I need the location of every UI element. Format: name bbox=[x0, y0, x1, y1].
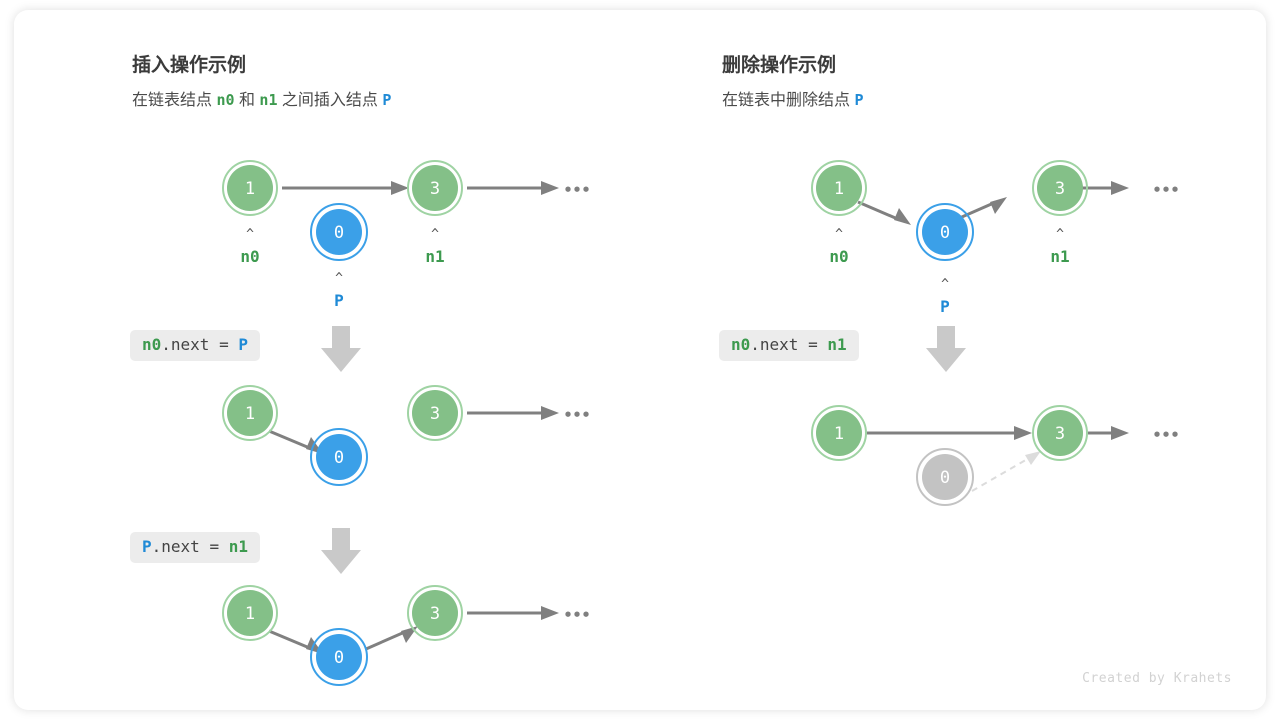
pointer-label-n0: n0 bbox=[240, 247, 259, 266]
pointer-label-n0: n0 bbox=[829, 247, 848, 266]
subtitle-text: 在链表中删除结点 bbox=[722, 92, 855, 109]
token-p: P bbox=[382, 91, 392, 109]
node-n0: 1 bbox=[222, 385, 278, 441]
ellipsis-icon: ••• bbox=[563, 606, 590, 624]
down-arrow-insert-1 bbox=[316, 322, 366, 378]
node-value: 1 bbox=[245, 404, 255, 424]
panel-insert-subtitle: 在链表结点 n0 和 n1 之间插入结点 P bbox=[132, 86, 391, 110]
node-value: 0 bbox=[940, 468, 950, 488]
arrow-n1-to-tail bbox=[1088, 426, 1129, 440]
pointer-label-n1: n1 bbox=[1050, 247, 1069, 266]
arrow-n1-to-tail bbox=[467, 606, 559, 620]
arrow-n0-to-n1 bbox=[867, 426, 1032, 440]
code-token: n1 bbox=[228, 537, 248, 556]
node-p: 0 bbox=[310, 628, 368, 686]
node-value: 0 bbox=[940, 223, 950, 243]
delete-row-1-diagram: 1 0 3 ••• ^ n0 ^ n1 ^ P bbox=[594, 140, 1194, 330]
caret-icon: ^ bbox=[835, 227, 843, 242]
panel-delete-subtitle: 在链表中删除结点 P bbox=[722, 86, 863, 110]
node-value: 1 bbox=[834, 424, 844, 444]
subtitle-text: 之间插入结点 bbox=[277, 92, 383, 109]
arrow-n0-to-p bbox=[857, 200, 911, 225]
arrow-p-to-n1 bbox=[954, 197, 1007, 222]
token-n1: n1 bbox=[259, 91, 278, 109]
node-value: 3 bbox=[430, 604, 440, 624]
node-value: 3 bbox=[1055, 179, 1065, 199]
node-n0: 1 bbox=[811, 160, 867, 216]
credit-label: Created by Krahets bbox=[1082, 671, 1232, 686]
node-n0: 1 bbox=[811, 405, 867, 461]
code-token: n0 bbox=[731, 335, 751, 354]
node-value: 0 bbox=[334, 448, 344, 468]
ellipsis-icon: ••• bbox=[1152, 426, 1179, 444]
node-n1: 3 bbox=[407, 385, 463, 441]
code-token: P bbox=[142, 537, 152, 556]
ellipsis-icon: ••• bbox=[1152, 181, 1179, 199]
insert-row-1-diagram: 1 0 3 ••• ^ n0 bbox=[14, 140, 614, 320]
node-n0: 1 bbox=[222, 160, 278, 216]
panel-delete-title: 删除操作示例 bbox=[722, 55, 837, 76]
insert-row-2-diagram: 1 0 3 ••• bbox=[14, 375, 614, 486]
node-value: 1 bbox=[245, 604, 255, 624]
code-step-delete-1: n0.next = n1 bbox=[719, 330, 859, 361]
node-value: 0 bbox=[334, 648, 344, 668]
down-arrow-delete-1 bbox=[921, 322, 971, 378]
node-p: 0 bbox=[310, 428, 368, 486]
caret-icon: ^ bbox=[431, 227, 439, 242]
node-value: 3 bbox=[430, 404, 440, 424]
insert-row-3-diagram: 1 0 3 ••• bbox=[14, 575, 614, 686]
caret-icon: ^ bbox=[246, 227, 254, 242]
diagram-card: 插入操作示例 在链表结点 n0 和 n1 之间插入结点 P bbox=[14, 10, 1266, 710]
code-token: .next = bbox=[151, 537, 229, 556]
node-value: 0 bbox=[334, 223, 344, 243]
node-n1: 3 bbox=[1032, 160, 1088, 216]
subtitle-text: 在链表结点 bbox=[132, 92, 217, 109]
ellipsis-icon: ••• bbox=[563, 406, 590, 424]
node-n1: 3 bbox=[1032, 405, 1088, 461]
caret-icon: ^ bbox=[1056, 227, 1064, 242]
pointer-label-p: P bbox=[334, 291, 344, 310]
arrow-n0-to-n1 bbox=[282, 181, 409, 195]
delete-row-2-diagram: 1 0 3 ••• bbox=[594, 395, 1194, 515]
panel-insert-title: 插入操作示例 bbox=[132, 55, 247, 76]
subtitle-text: 和 bbox=[234, 92, 260, 109]
code-token: P bbox=[238, 335, 248, 354]
caret-icon: ^ bbox=[335, 271, 343, 286]
node-value: 3 bbox=[430, 179, 440, 199]
code-step-insert-1: n0.next = P bbox=[130, 330, 260, 361]
code-token: n0 bbox=[142, 335, 162, 354]
node-n1: 3 bbox=[407, 160, 463, 216]
node-value: 1 bbox=[834, 179, 844, 199]
node-n0: 1 bbox=[222, 585, 278, 641]
code-step-insert-2: P.next = n1 bbox=[130, 532, 260, 563]
dashed-arrow-deleted-to-n1 bbox=[971, 451, 1041, 492]
ellipsis-icon: ••• bbox=[563, 181, 590, 199]
node-p: 0 bbox=[310, 203, 368, 261]
caret-icon: ^ bbox=[941, 277, 949, 292]
code-token: n1 bbox=[827, 335, 847, 354]
node-deleted: 0 bbox=[916, 448, 974, 506]
arrow-n1-to-tail bbox=[467, 181, 559, 195]
arrow-p-to-n1 bbox=[365, 626, 418, 651]
token-n0: n0 bbox=[216, 91, 235, 109]
node-value: 1 bbox=[245, 179, 255, 199]
pointer-label-p: P bbox=[940, 297, 950, 316]
node-value: 3 bbox=[1055, 424, 1065, 444]
down-arrow-insert-2 bbox=[316, 524, 366, 580]
token-p: P bbox=[854, 91, 864, 109]
code-token: .next = bbox=[161, 335, 239, 354]
pointer-label-n1: n1 bbox=[425, 247, 444, 266]
code-token: .next = bbox=[750, 335, 828, 354]
arrow-n1-to-tail bbox=[467, 406, 559, 420]
node-n1: 3 bbox=[407, 585, 463, 641]
node-p: 0 bbox=[916, 203, 974, 261]
